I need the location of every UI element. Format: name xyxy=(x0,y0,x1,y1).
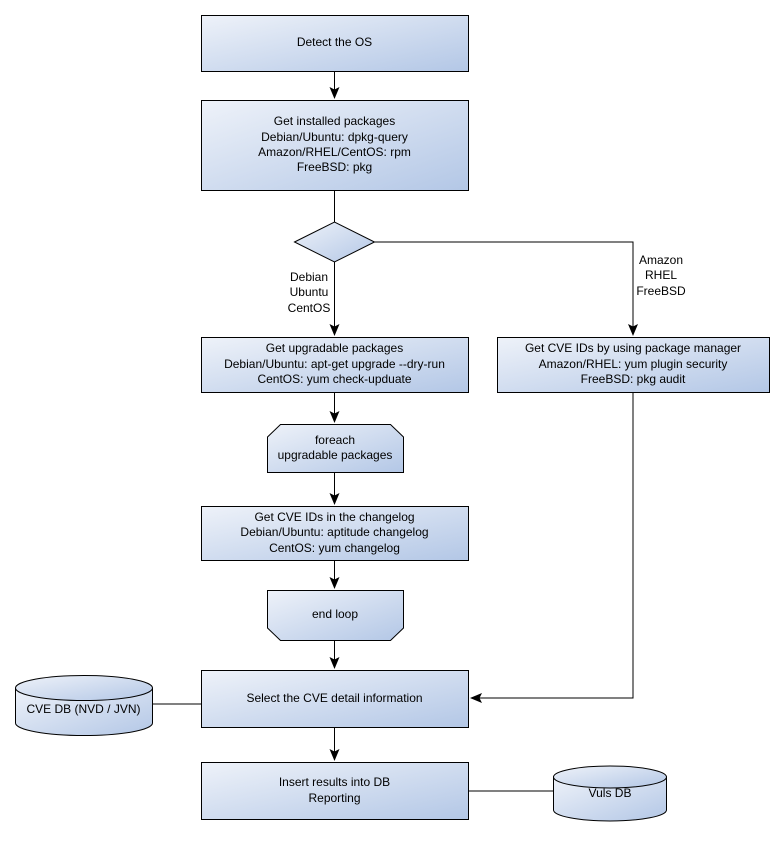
node-select-cve xyxy=(201,670,469,728)
cve-db-label: CVE DB (NVD / JVN) xyxy=(26,702,141,717)
installed-packages-label: Get installed packages Debian/Ubuntu: dp… xyxy=(258,114,411,175)
cylinder-top xyxy=(553,765,667,789)
node-os-decision-diamond xyxy=(293,221,376,263)
node-installed-packages xyxy=(201,100,469,191)
cylinder-body xyxy=(553,776,667,822)
node-detect-os xyxy=(201,15,469,72)
pkg-manager-label: Get CVE IDs by using package manager Ama… xyxy=(524,341,742,387)
end-loop-label: end loop xyxy=(311,607,359,622)
upgradable-packages-label: Get upgradable packages Debian/Ubuntu: a… xyxy=(224,341,445,387)
node-changelog xyxy=(201,506,469,561)
node-end-loop xyxy=(267,590,404,641)
vuls-db-label: Vuls DB xyxy=(588,786,632,801)
connector-decision-pkg-manager xyxy=(374,241,638,336)
foreach-label: foreach upgradable packages xyxy=(277,432,393,462)
node-pkg-manager xyxy=(497,337,770,393)
detect-os-label: Detect the OS xyxy=(296,35,373,50)
node-insert-results xyxy=(201,762,469,820)
select-cve-label: Select the CVE detail information xyxy=(246,690,423,705)
node-cve-db-cylinder xyxy=(15,675,153,736)
changelog-label: Get CVE IDs in the changelog Debian/Ubun… xyxy=(240,509,429,555)
insert-results-label: Insert results into DB Reporting xyxy=(278,775,391,805)
cylinder-top xyxy=(15,675,153,701)
branch-left-label: Debian Ubuntu CentOS xyxy=(287,269,331,315)
node-upgradable-packages xyxy=(201,337,469,393)
branch-right-label: Amazon RHEL FreeBSD xyxy=(636,252,686,298)
cylinder-body xyxy=(15,687,153,736)
node-foreach-loop-start xyxy=(267,424,404,473)
node-vuls-db-cylinder xyxy=(553,765,667,822)
connector-pkg-manager-select xyxy=(470,392,634,703)
